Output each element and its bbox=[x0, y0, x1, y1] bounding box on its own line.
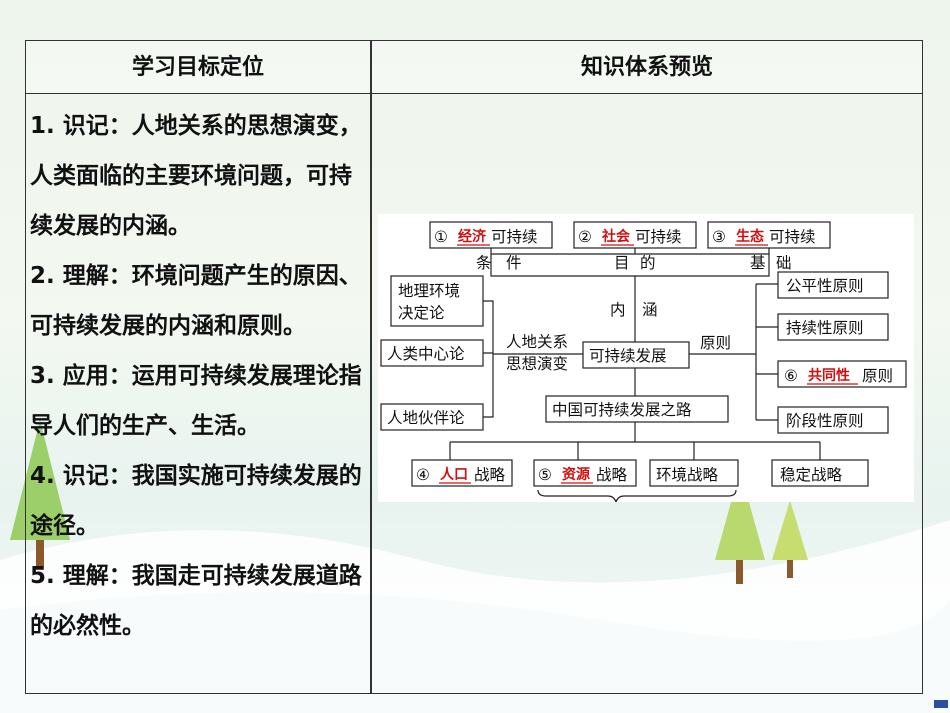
strategy-suffix: 战略 bbox=[596, 466, 628, 484]
top-goal-boxes: ① 经济 可持续 ② 社会 可持续 ③ 生态 可持续 bbox=[429, 221, 831, 249]
strategy-answer: 人口 bbox=[440, 466, 468, 483]
goal-answer: 社会 bbox=[601, 228, 631, 245]
objectives-table: 学习目标定位 知识体系预览 1. 识记：人地关系的思想演变，人类面临的主要环境问… bbox=[25, 40, 923, 694]
goal-suffix: 可持续 bbox=[635, 228, 682, 246]
strategy-environment: 环境战略 bbox=[656, 465, 719, 484]
strategy-suffix: 战略 bbox=[474, 466, 506, 484]
box-human-partnership: 人地伙伴论 bbox=[387, 409, 465, 427]
label-tiao: 条 bbox=[476, 254, 492, 272]
objective-item: 4. 识记：我国实施可持续发展的途径。 bbox=[30, 463, 362, 539]
principle-stage: 阶段性原则 bbox=[786, 412, 864, 430]
box-geo-determinism-line1: 地理环境 bbox=[398, 281, 460, 300]
label-mu: 目 bbox=[614, 254, 630, 272]
label-nei: 内 bbox=[610, 301, 626, 319]
china-road-box: 中国可持续发展之路 bbox=[552, 401, 692, 419]
strategy-number: ④ bbox=[416, 466, 430, 484]
objective-item: 2. 理解：环境问题产生的原因、可持续发展的内涵和原则。 bbox=[30, 263, 362, 339]
knowledge-diagram: ① 经济 可持续 ② 社会 可持续 ③ 生态 可持续 条 件 目 的 基 础 内… bbox=[378, 214, 914, 504]
label-principle: 原则 bbox=[700, 334, 731, 352]
objective-item: 1. 识记：人地关系的思想演变，人类面临的主要环境问题，可持续发展的内涵。 bbox=[30, 113, 362, 239]
label-human-earth-line2: 思想演变 bbox=[506, 355, 568, 373]
column-divider bbox=[370, 41, 372, 693]
goal-answer: 生态 bbox=[736, 228, 764, 245]
goal-number: ① bbox=[434, 228, 448, 246]
principle-suffix: 原则 bbox=[862, 367, 893, 385]
strategy-stability: 稳定战略 bbox=[780, 466, 843, 484]
objectives-list: 1. 识记：人地关系的思想演变，人类面临的主要环境问题，可持续发展的内涵。 2.… bbox=[30, 101, 366, 651]
goal-answer: 经济 bbox=[458, 228, 487, 245]
goal-suffix: 可持续 bbox=[769, 228, 816, 246]
header-knowledge-preview: 知识体系预览 bbox=[580, 55, 713, 80]
strategy-answer: 资源 bbox=[562, 466, 590, 483]
box-human-centered: 人类中心论 bbox=[387, 345, 465, 363]
label-ji: 基 bbox=[750, 254, 766, 272]
objective-item: 5. 理解：我国走可持续发展道路的必然性。 bbox=[30, 563, 362, 639]
label-de: 的 bbox=[640, 254, 656, 272]
principle-answer: 共同性 bbox=[808, 367, 850, 384]
slide-corner-marker bbox=[934, 700, 948, 708]
label-human-earth-line1: 人地关系 bbox=[506, 333, 568, 351]
label-han: 涵 bbox=[642, 301, 658, 319]
goal-suffix: 可持续 bbox=[491, 228, 538, 246]
box-geo-determinism-line2: 决定论 bbox=[398, 304, 445, 322]
strategy-number: ⑤ bbox=[538, 466, 552, 484]
main-sustainable-development: 可持续发展 bbox=[589, 347, 667, 365]
goal-number: ② bbox=[578, 228, 592, 246]
principle-number: ⑥ bbox=[784, 367, 798, 385]
label-jian: 件 bbox=[506, 254, 522, 272]
label-chu: 础 bbox=[776, 254, 792, 272]
principle-sustainability: 持续性原则 bbox=[786, 319, 864, 337]
header-learning-objectives: 学习目标定位 bbox=[131, 55, 264, 80]
principle-fairness: 公平性原则 bbox=[786, 277, 864, 295]
table-header-row: 学习目标定位 知识体系预览 bbox=[26, 41, 922, 94]
goal-number: ③ bbox=[712, 228, 726, 246]
objective-item: 3. 应用：运用可持续发展理论指导人们的生产、生活。 bbox=[30, 363, 362, 439]
